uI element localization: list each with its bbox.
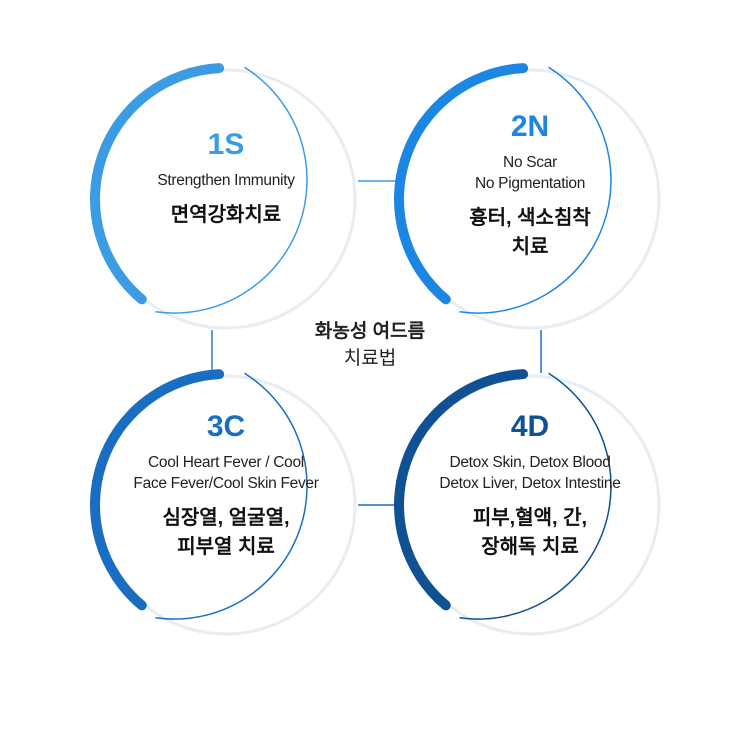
card-ko-line: 치료 xyxy=(511,236,549,258)
card-ko-line: 장해독 치료 xyxy=(481,536,579,558)
card-en-line: No Pigmentation xyxy=(474,175,586,192)
center-title-line1: 화농성 여드름 xyxy=(314,321,426,342)
circle-thin-arc xyxy=(155,372,308,620)
card-en-line: Cool Heart Fever / Cool xyxy=(148,454,304,471)
card-ko-line: 흉터, 색소침착 xyxy=(469,207,591,229)
card-ko-line: 피부열 치료 xyxy=(177,536,275,558)
circle-progress-arc xyxy=(394,63,529,305)
card-code: 2N xyxy=(510,110,550,143)
circle-thin-arc xyxy=(459,372,612,620)
circle-thin-arc xyxy=(155,66,308,314)
circle-progress-arc xyxy=(394,369,529,611)
card-en-line: No Scar xyxy=(503,154,557,171)
card-ko-line: 심장열, 얼굴열, xyxy=(162,507,290,529)
card-code: 4D xyxy=(510,410,550,443)
card-2n: 2N No Scar No Pigmentation 흉터, 색소침착 치료 xyxy=(395,110,665,262)
card-en-line: Detox Skin, Detox Blood xyxy=(449,454,611,471)
card-en-line: Detox Liver, Detox Intestine xyxy=(439,475,621,492)
card-4d: 4D Detox Skin, Detox Blood Detox Liver, … xyxy=(395,410,665,562)
card-1s: 1S Strengthen Immunity 면역강화치료 xyxy=(91,128,361,230)
circle-thin-arc xyxy=(459,66,612,314)
center-title: 화농성 여드름 치료법 xyxy=(290,318,450,372)
card-code: 3C xyxy=(206,410,246,443)
card-en-line: Strengthen Immunity xyxy=(157,172,295,189)
circle-progress-arc xyxy=(90,369,225,611)
circle-progress-arc xyxy=(90,63,225,305)
card-ko-line: 면역강화치료 xyxy=(170,204,282,226)
card-en-line: Face Fever/Cool Skin Fever xyxy=(133,475,319,492)
card-3c: 3C Cool Heart Fever / Cool Face Fever/Co… xyxy=(91,410,361,562)
card-ko-line: 피부,혈액, 간, xyxy=(472,507,588,529)
center-title-line2: 치료법 xyxy=(343,348,397,369)
card-code: 1S xyxy=(207,128,245,161)
